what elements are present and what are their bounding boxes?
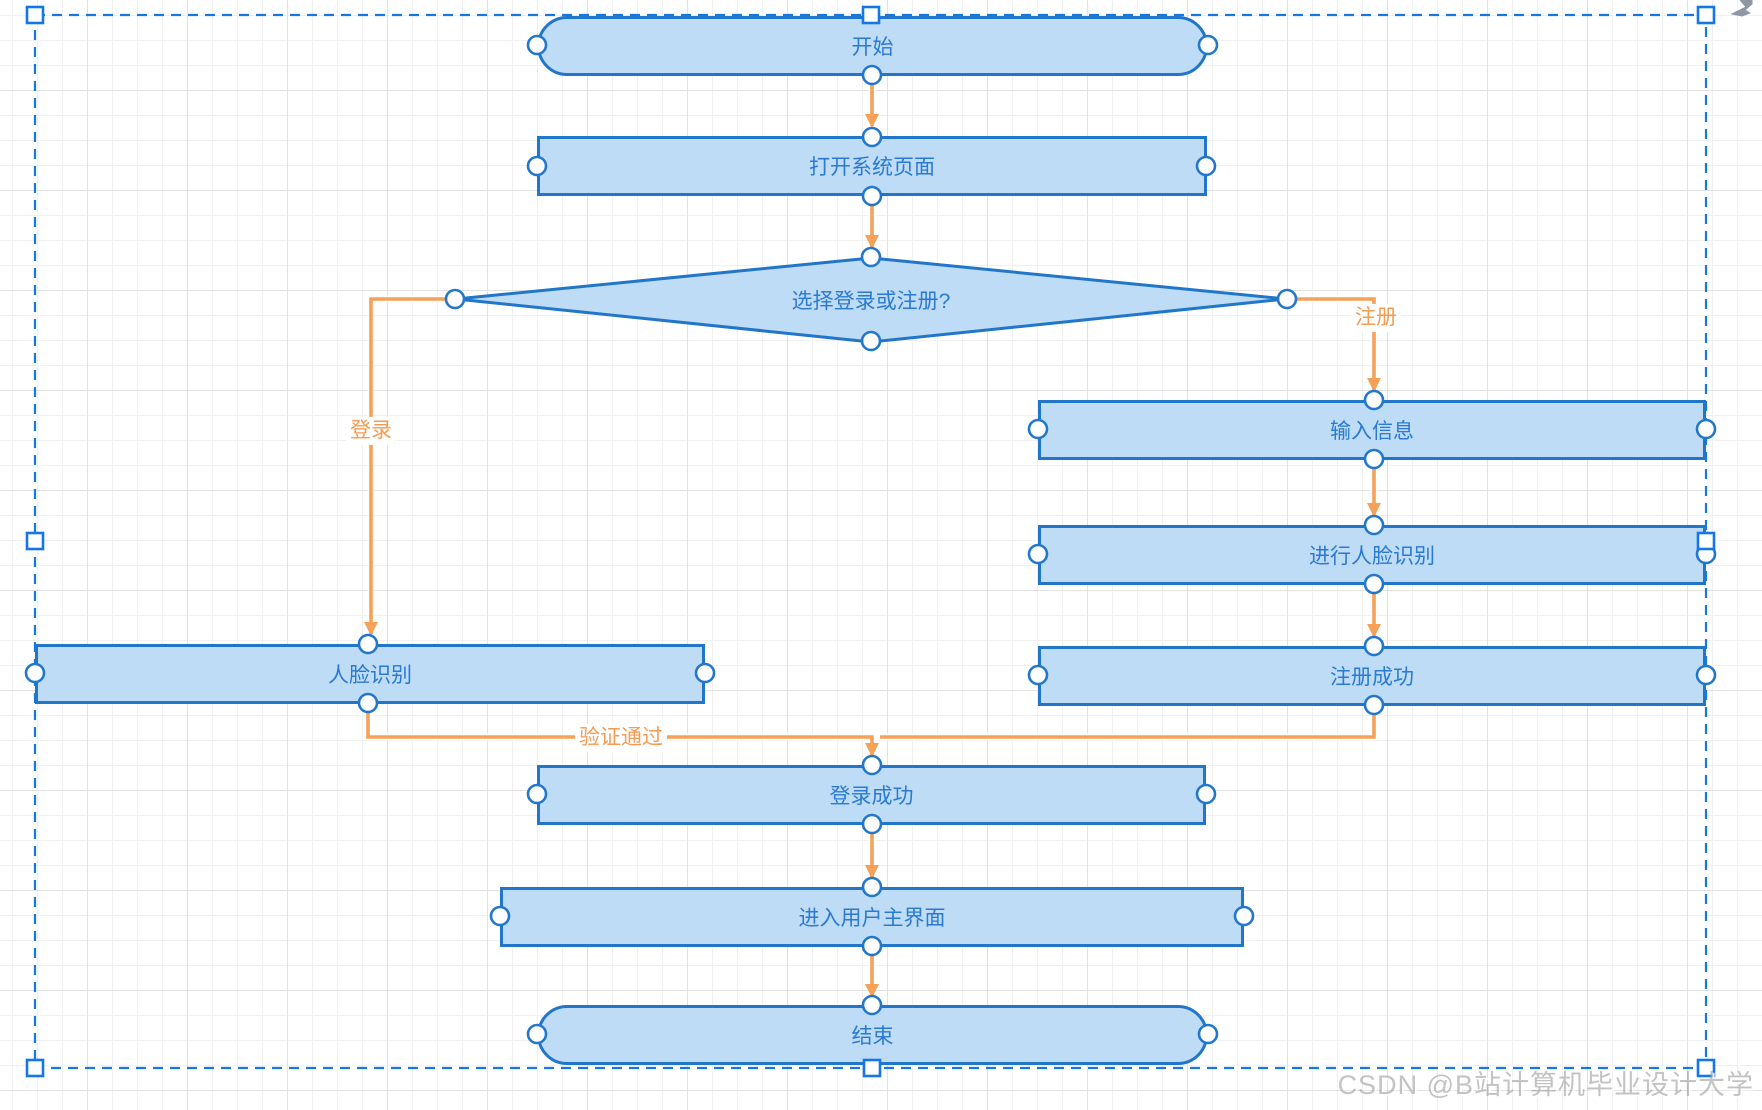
node-do-face-recognition[interactable]: 进行人脸识别 [1038, 525, 1706, 585]
node-enter-user-main-ui-label: 进入用户主界面 [798, 907, 946, 930]
node-open-system-page-label: 打开系统页面 [809, 156, 935, 179]
node-login-success-label: 登录成功 [829, 785, 914, 808]
csdn-watermark: CSDN @B站计算机毕业设计大学 [1337, 1070, 1754, 1100]
node-face-recognition-label: 人脸识别 [328, 664, 412, 687]
node-end[interactable]: 结束 [537, 1005, 1208, 1065]
node-open-system-page[interactable]: 打开系统页面 [537, 136, 1207, 196]
node-register-success-label: 注册成功 [1330, 666, 1414, 689]
node-start[interactable]: 开始 [537, 16, 1208, 76]
node-start-label: 开始 [851, 36, 894, 59]
node-face-recognition[interactable]: 人脸识别 [35, 644, 705, 704]
node-input-info[interactable]: 输入信息 [1038, 400, 1706, 460]
node-choose-login-or-register[interactable] [450, 252, 1292, 348]
node-enter-user-main-ui[interactable]: 进入用户主界面 [500, 887, 1244, 947]
node-do-face-recognition-label: 进行人脸识别 [1309, 545, 1435, 568]
node-input-info-label: 输入信息 [1330, 420, 1414, 443]
node-register-success[interactable]: 注册成功 [1038, 646, 1706, 706]
node-login-success[interactable]: 登录成功 [537, 765, 1206, 825]
node-end-label: 结束 [851, 1025, 894, 1048]
